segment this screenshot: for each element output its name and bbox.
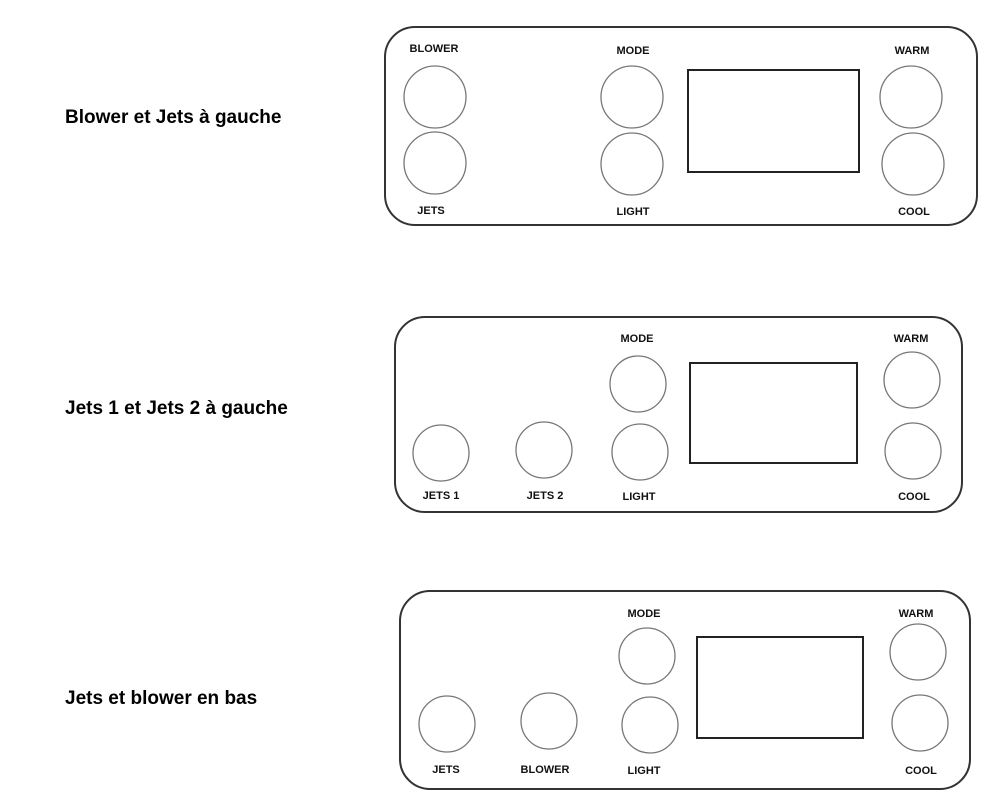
panel-outline <box>399 590 971 790</box>
display-screen <box>696 636 864 739</box>
cool-label: COOL <box>898 491 930 503</box>
jets-button[interactable] <box>418 695 476 753</box>
mode-button[interactable] <box>618 627 676 685</box>
jets2-label: JETS 2 <box>527 490 564 502</box>
layout-caption-3: Jets et blower en bas <box>65 688 258 709</box>
control-panel-2: JETS 1 JETS 2 MODE LIGHT WARM COOL <box>394 316 963 513</box>
warm-button[interactable] <box>879 65 943 129</box>
warm-button[interactable] <box>883 351 941 409</box>
display-screen <box>687 69 860 173</box>
blower-label: BLOWER <box>521 764 570 776</box>
layout-caption-1: Blower et Jets à gauche <box>65 107 282 128</box>
light-button[interactable] <box>611 423 669 481</box>
cool-button[interactable] <box>891 694 949 752</box>
blower-label: BLOWER <box>410 43 459 55</box>
jets-label: JETS <box>417 205 445 217</box>
panel-outline <box>384 26 978 226</box>
mode-label: MODE <box>621 333 654 345</box>
mode-button[interactable] <box>600 65 664 129</box>
light-button[interactable] <box>621 696 679 754</box>
jets-button[interactable] <box>403 131 467 195</box>
control-panel-3: JETS BLOWER MODE LIGHT WARM COOL <box>399 590 971 790</box>
cool-label: COOL <box>905 765 937 777</box>
blower-button[interactable] <box>520 692 578 750</box>
warm-label: WARM <box>894 333 929 345</box>
panel-outline <box>394 316 963 513</box>
cool-label: COOL <box>898 206 930 218</box>
blower-button[interactable] <box>403 65 467 129</box>
light-label: LIGHT <box>628 765 661 777</box>
jets2-button[interactable] <box>515 421 573 479</box>
light-label: LIGHT <box>617 206 650 218</box>
warm-button[interactable] <box>889 623 947 681</box>
control-panel-1: BLOWER JETS MODE LIGHT WARM COOL <box>384 26 978 226</box>
warm-label: WARM <box>899 608 934 620</box>
display-screen <box>689 362 858 464</box>
cool-button[interactable] <box>884 422 942 480</box>
jets1-button[interactable] <box>412 424 470 482</box>
cool-button[interactable] <box>881 132 945 196</box>
light-label: LIGHT <box>623 491 656 503</box>
mode-label: MODE <box>617 45 650 57</box>
warm-label: WARM <box>895 45 930 57</box>
mode-label: MODE <box>628 608 661 620</box>
jets-label: JETS <box>432 764 460 776</box>
jets1-label: JETS 1 <box>423 490 460 502</box>
layout-caption-2: Jets 1 et Jets 2 à gauche <box>65 398 288 419</box>
mode-button[interactable] <box>609 355 667 413</box>
light-button[interactable] <box>600 132 664 196</box>
